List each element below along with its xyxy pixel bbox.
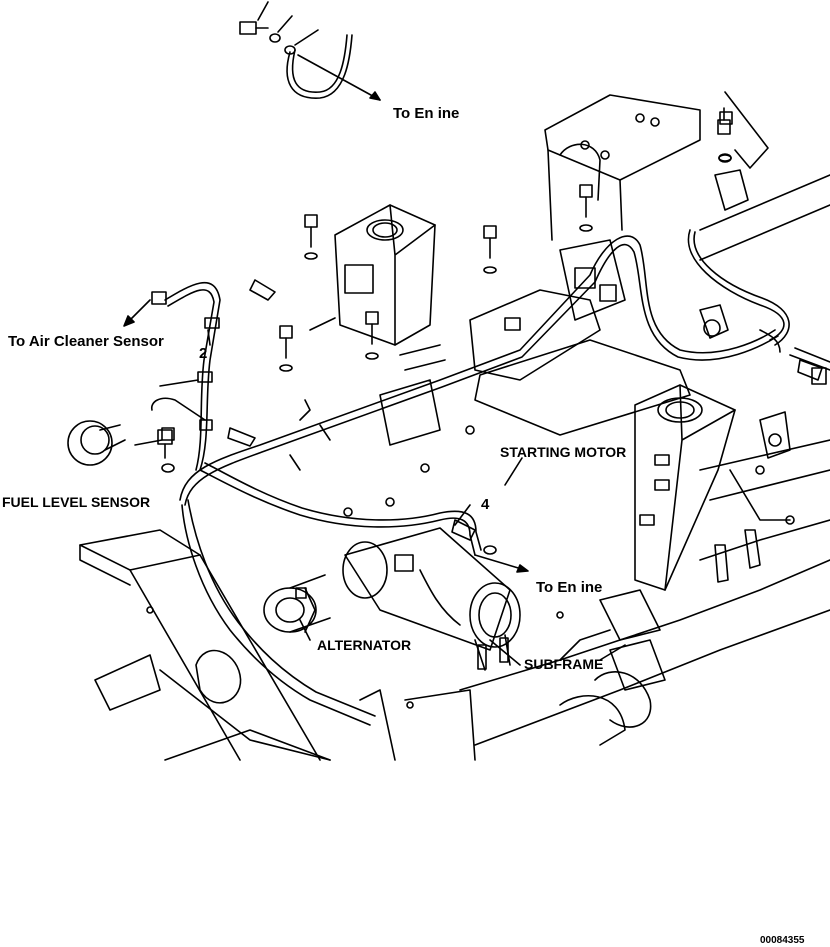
center-bracket: [379, 239, 691, 446]
leader-lines: [207, 329, 626, 666]
left-post: [309, 204, 436, 346]
to-engine-bottom-label: To En ine: [536, 579, 603, 596]
air-cleaner-branch: [123, 281, 221, 471]
ref-number-4: 4: [481, 496, 490, 513]
alternator-label: ALTERNATOR: [317, 637, 412, 653]
starting-motor-part: [342, 527, 521, 671]
to-engine-top-label: To En ine: [393, 105, 460, 122]
fuel-level-sensor-part: [67, 420, 175, 473]
subframe-structure: [79, 411, 830, 761]
subframe-label: SUBFRAME: [524, 656, 604, 672]
right-post: [634, 384, 736, 591]
alternator-part: [263, 574, 331, 633]
ref-number-2: 2: [199, 345, 208, 362]
starting-motor-label: STARTING MOTOR: [500, 444, 627, 460]
to-air-cleaner-sensor-label: To Air Cleaner Sensor: [8, 333, 164, 350]
main-harness: [179, 235, 779, 726]
drawing-code: 00084355: [760, 935, 805, 946]
top-engine-harness: [239, 1, 381, 101]
fuel-level-sensor-label: FUEL LEVEL SENSOR: [2, 494, 151, 510]
right-mount-bracket: [544, 94, 830, 261]
hardware-fasteners: [161, 111, 823, 555]
right-cable-assembly: [687, 91, 830, 385]
